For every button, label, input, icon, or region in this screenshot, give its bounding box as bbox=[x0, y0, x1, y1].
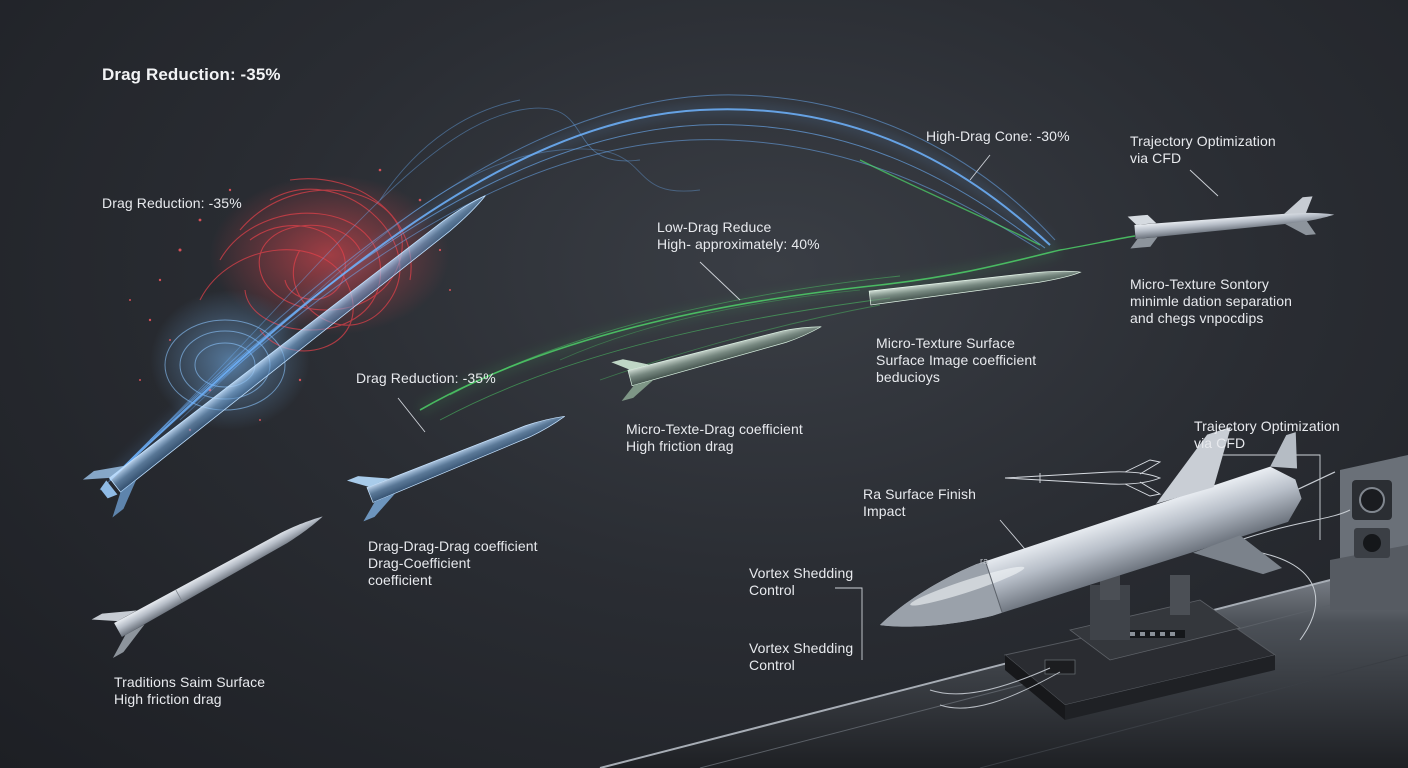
missile-micro-texture bbox=[611, 326, 822, 401]
label-line: Vortex Shedding bbox=[749, 565, 854, 581]
label-line: Trajectory Optimization bbox=[1194, 418, 1340, 434]
label-vortex-shedding-2: Vortex Shedding Control bbox=[749, 640, 853, 674]
label-ra-surface-finish: Ra Surface Finish Impact bbox=[863, 486, 976, 520]
label-line: Low-Drag Reduce bbox=[657, 219, 772, 235]
label-line: High- approximately: 40% bbox=[657, 236, 820, 252]
label-line: Vortex Shedding bbox=[749, 640, 854, 656]
label-line: via CFD bbox=[1194, 435, 1246, 451]
label-line: Micro-Texture Sontory bbox=[1130, 276, 1270, 292]
label-micro-texture-mid: Micro-Texture Surface Surface Image coef… bbox=[876, 335, 1036, 386]
label-line: Micro-Texte-Drag coefficient bbox=[626, 421, 803, 437]
label-vortex-shedding-1: Vortex Shedding Control bbox=[749, 565, 853, 599]
label-text: Drag Reduction: -35% bbox=[356, 370, 496, 386]
label-drag-reduction-mid: Drag Reduction: -35% bbox=[356, 370, 496, 387]
blue-flow-streamlines bbox=[99, 94, 1056, 491]
label-line: Traditions Saim Surface bbox=[114, 674, 266, 690]
missile-wireframe-outline bbox=[1004, 459, 1162, 497]
label-line: and chegs vnpocdips bbox=[1130, 310, 1264, 326]
label-line: High friction drag bbox=[626, 438, 734, 454]
wind-tunnel-test-bench bbox=[599, 455, 1408, 768]
label-traditional-surface: Traditions Saim Surface High friction dr… bbox=[114, 674, 265, 708]
label-line: via CFD bbox=[1130, 150, 1182, 166]
label-drag-drag-coefficient: Drag-Drag-Drag coefficient Drag-Coeffici… bbox=[368, 538, 538, 589]
missile-traditional-surface bbox=[91, 516, 323, 658]
label-trajectory-optimization-top: Trajectory Optimization via CFD bbox=[1130, 133, 1276, 167]
label-low-drag: Low-Drag Reduce High- approximately: 40% bbox=[657, 219, 820, 253]
label-line: Control bbox=[749, 657, 795, 673]
label-line: coefficient bbox=[368, 572, 432, 588]
label-line: Surface Image coefficient bbox=[876, 352, 1037, 368]
label-ra-small: ra bbox=[980, 553, 988, 570]
title-text: Drag Reduction: -35% bbox=[102, 65, 281, 84]
missile-turbulent-glass bbox=[82, 195, 486, 518]
label-micro-texte-drag: Micro-Texte-Drag coefficient High fricti… bbox=[626, 421, 803, 455]
label-line: minimle dation separation bbox=[1130, 293, 1293, 309]
label-line: Ra Surface Finish bbox=[863, 486, 976, 502]
label-line: Micro-Texture Surface bbox=[876, 335, 1016, 351]
page-title: Drag Reduction: -35% bbox=[102, 66, 281, 83]
missile-drag-coefficient bbox=[346, 415, 565, 522]
label-line: Drag-Drag-Drag coefficient bbox=[368, 538, 538, 554]
label-line: High friction drag bbox=[114, 691, 222, 707]
label-line: Trajectory Optimization bbox=[1130, 133, 1276, 149]
label-line: Drag-Coefficient bbox=[368, 555, 471, 571]
missile-trajectory-optimized bbox=[1127, 196, 1335, 249]
label-trajectory-optimization-bottom: Trajectory Optimization via CFD bbox=[1194, 418, 1340, 452]
label-text: High-Drag Cone: -30% bbox=[926, 128, 1070, 144]
label-line: Control bbox=[749, 582, 795, 598]
label-drag-reduction-left: Drag Reduction: -35% bbox=[102, 195, 242, 212]
label-text: Drag Reduction: -35% bbox=[102, 195, 242, 211]
missile-low-drag bbox=[868, 270, 1082, 306]
label-micro-texture-right: Micro-Texture Sontory minimle dation sep… bbox=[1130, 276, 1292, 327]
label-line: beducioys bbox=[876, 369, 940, 385]
label-high-drag-cone: High-Drag Cone: -30% bbox=[926, 128, 1070, 145]
missile-test-model bbox=[880, 426, 1336, 627]
label-line: Impact bbox=[863, 503, 906, 519]
label-text: ra bbox=[980, 556, 989, 566]
